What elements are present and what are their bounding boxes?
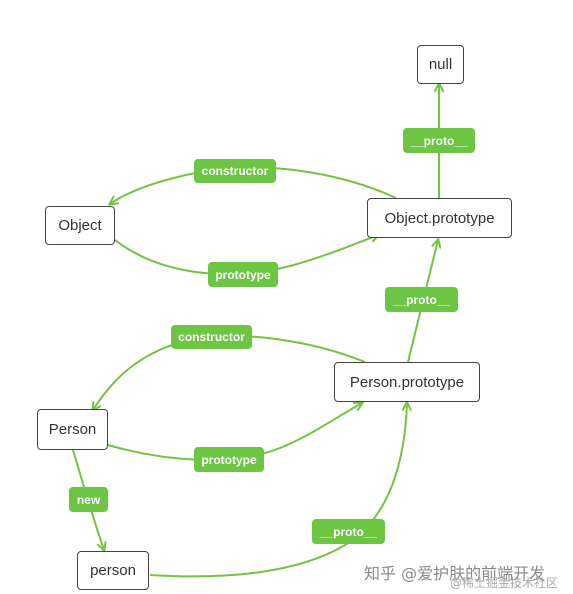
label-person-prototype-proto: __proto__	[385, 287, 458, 312]
node-person-ctor: Person	[37, 409, 108, 450]
label-person-prototype-link: prototype	[194, 447, 264, 472]
label-person-prototype-constructor: constructor	[171, 325, 252, 349]
watermark-juejin: @稀土掘金技术社区	[450, 576, 559, 590]
label-person-instance-proto: __proto__	[312, 519, 385, 544]
node-person-prototype: Person.prototype	[334, 362, 480, 402]
label-new: new	[69, 487, 108, 512]
label-object-prototype-link: prototype	[208, 262, 278, 287]
node-person-instance: person	[77, 551, 149, 590]
node-object: Object	[45, 206, 115, 245]
edge-person-prototype-link	[107, 401, 364, 461]
node-null: null	[417, 45, 464, 84]
edge-person-instance-proto	[149, 401, 412, 578]
node-object-prototype: Object.prototype	[367, 198, 512, 238]
watermark-zhihu: 知乎 @爱护肤的前端开发	[364, 564, 546, 583]
label-object-prototype-proto: __proto__	[403, 128, 475, 153]
label-object-prototype-constructor: constructor	[194, 159, 276, 183]
